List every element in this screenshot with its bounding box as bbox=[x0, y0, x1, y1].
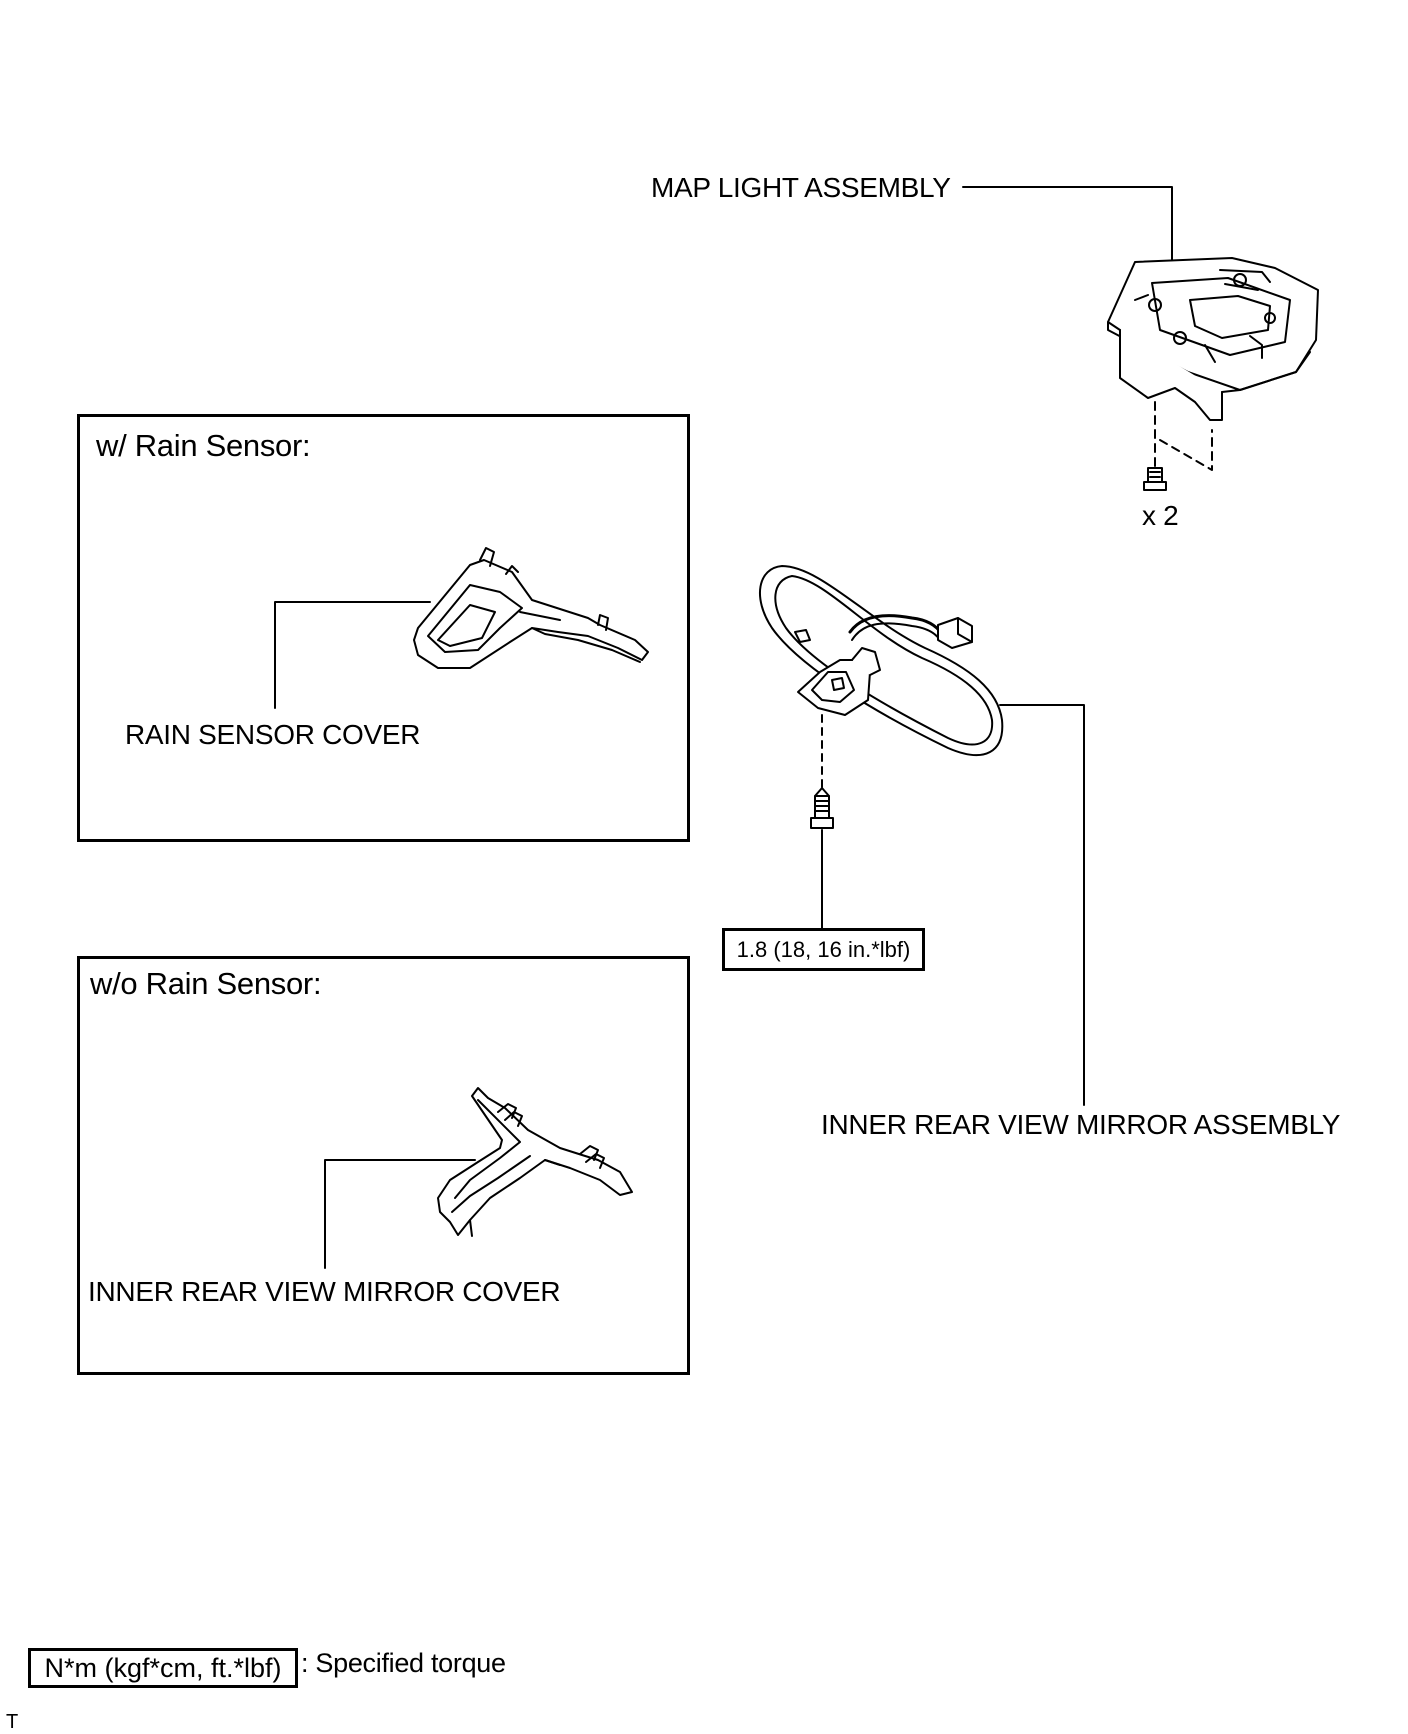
mirror-cover-drawing bbox=[437, 1087, 633, 1237]
rain-panel-title: w/ Rain Sensor: bbox=[96, 428, 311, 463]
mirror-cover-label: INNER REAR VIEW MIRROR COVER bbox=[88, 1276, 561, 1307]
map-light-bolt-lines bbox=[1154, 401, 1213, 471]
legend-torque-units-box: N*m (kgf*cm, ft.*lbf) bbox=[28, 1648, 298, 1688]
mirror-assembly-label: INNER REAR VIEW MIRROR ASSEMBLY bbox=[821, 1109, 1341, 1140]
mirror-assembly-leader bbox=[999, 704, 1085, 1106]
map-light-bolt bbox=[1143, 467, 1167, 491]
no-rain-panel-title: w/o Rain Sensor: bbox=[90, 966, 322, 1001]
rain-sensor-cover-leader bbox=[274, 601, 431, 709]
rain-sensor-panel bbox=[77, 414, 690, 842]
torque-spec-box: 1.8 (18, 16 in.*lbf) bbox=[722, 928, 925, 971]
map-light-assembly-label: MAP LIGHT ASSEMBLY bbox=[651, 172, 951, 203]
bolt-quantity-label: x 2 bbox=[1142, 500, 1179, 531]
map-light-leader bbox=[962, 186, 1173, 288]
rain-sensor-cover-label: RAIN SENSOR COVER bbox=[125, 719, 421, 750]
mirror-assembly-drawing bbox=[758, 565, 1004, 757]
mirror-cover-leader bbox=[324, 1159, 476, 1269]
corner-mark: T bbox=[6, 1711, 18, 1733]
legend-text: : Specified torque bbox=[301, 1648, 506, 1678]
rain-sensor-cover-drawing bbox=[413, 547, 649, 669]
map-light-drawing bbox=[1107, 257, 1319, 421]
mirror-screw bbox=[810, 787, 834, 829]
no-rain-sensor-panel bbox=[77, 956, 690, 1375]
